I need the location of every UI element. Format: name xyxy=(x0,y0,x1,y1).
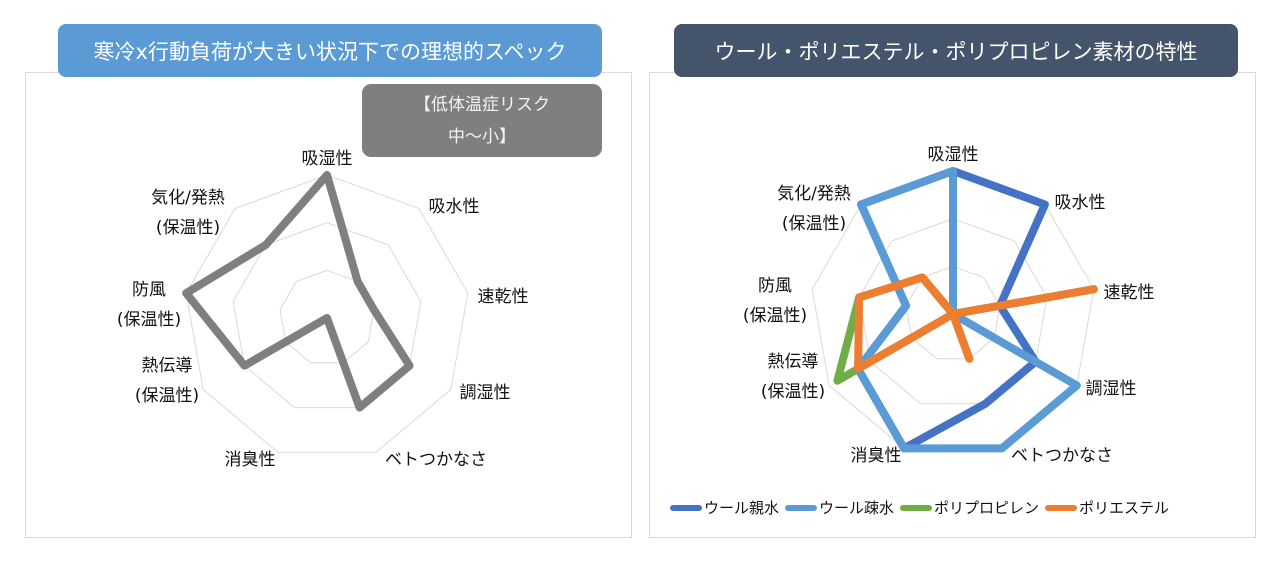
series-line-理想的スペック xyxy=(182,171,414,412)
legend-label: ウール疎水 xyxy=(819,499,895,517)
axis-label-line: 吸水性 xyxy=(1055,193,1106,213)
legend-item-wool-hydrophilic: ウール親水 xyxy=(670,497,779,518)
axis-label: 防風 (保温性) xyxy=(743,276,807,326)
legend-item-polyester: ポリエステル xyxy=(1045,497,1169,518)
grid-ring xyxy=(905,265,1001,360)
badge-line-2: 中〜小】 xyxy=(448,126,516,147)
legend-label: ウール親水 xyxy=(704,499,780,517)
grid-ring xyxy=(858,218,1048,405)
axis-label-line: 気化/発熱 xyxy=(777,184,851,204)
legend-swatch xyxy=(900,504,933,511)
axis-label-line: 速乾性 xyxy=(1104,283,1155,303)
axis-label: 熱伝導 (保温性) xyxy=(135,356,199,406)
grid-ring xyxy=(185,174,469,453)
axis-label: ベトつかなさ xyxy=(1011,446,1113,466)
axis-label: 防風 (保温性) xyxy=(117,280,181,330)
left-chart-title: 寒冷x行動負荷が大きい状況下での理想的スペック xyxy=(58,24,602,77)
series-line-ポリエステル xyxy=(854,273,1098,373)
axis-label-line: 調湿性 xyxy=(1086,379,1137,399)
axis-label: 熱伝導 (保温性) xyxy=(761,352,825,402)
legend-label: ポリプロピレン xyxy=(934,499,1040,517)
legend-swatch xyxy=(670,504,702,511)
axis-label: 消臭性 xyxy=(225,450,276,470)
axis-label: 速乾性 xyxy=(478,287,529,307)
axis-label-line: 防風 xyxy=(132,280,166,300)
axis-label: 気化/発熱 (保温性) xyxy=(151,188,225,238)
axis-label: 調湿性 xyxy=(1086,379,1137,399)
axis-label-line: (保温性) xyxy=(743,306,807,326)
axis-label: 吸水性 xyxy=(1055,193,1106,213)
legend-item-wool-hydrophobic: ウール疎水 xyxy=(785,497,894,518)
axis-label: 気化/発熱 (保温性) xyxy=(777,184,851,234)
axis-label-line: ベトつかなさ xyxy=(1011,446,1113,466)
axis-label-line: (保温性) xyxy=(782,214,846,234)
axis-label-line: 気化/発熱 xyxy=(151,188,225,208)
axis-label: 消臭性 xyxy=(851,446,902,466)
axis-label-line: ベトつかなさ xyxy=(385,450,487,470)
axis-label-line: 速乾性 xyxy=(478,287,529,307)
axis-label: 吸湿性 xyxy=(302,149,353,169)
axis-label-line: 消臭性 xyxy=(851,446,902,466)
axis-label: 吸湿性 xyxy=(928,145,979,165)
legend-swatch xyxy=(785,504,818,511)
axis-label-line: 熱伝導 xyxy=(768,352,819,372)
axis-label-line: (保温性) xyxy=(761,382,825,402)
axis-label: ベトつかなさ xyxy=(385,450,487,470)
axis-label-line: (保温性) xyxy=(156,218,220,238)
axis-label-line: 吸湿性 xyxy=(928,145,979,165)
series-line-ウール疎水 xyxy=(854,167,1081,453)
axis-label: 調湿性 xyxy=(460,383,511,403)
badge-line-1: 【低体温症リスク xyxy=(414,94,550,115)
axis-label-line: 吸湿性 xyxy=(302,149,353,169)
axis-label-line: 吸水性 xyxy=(429,197,480,217)
axis-label: 速乾性 xyxy=(1104,283,1155,303)
axis-label-line: 熱伝導 xyxy=(142,356,193,376)
legend-item-polypropylene: ポリプロピレン xyxy=(900,497,1039,518)
axis-label-line: (保温性) xyxy=(117,310,181,330)
grid-ring xyxy=(232,222,422,409)
axis-label-line: 消臭性 xyxy=(225,450,276,470)
right-chart-title: ウール・ポリエステル・ポリプロピレン素材の特性 xyxy=(674,24,1238,77)
axis-label-line: 防風 xyxy=(758,276,792,296)
legend: ウール親水 ウール疎水 ポリプロピレン ポリエステル xyxy=(670,497,1169,518)
axis-label-line: (保温性) xyxy=(135,386,199,406)
legend-label: ポリエステル xyxy=(1079,499,1170,517)
hypothermia-risk-badge: 【低体温症リスク 中〜小】 xyxy=(362,84,602,157)
axis-label-line: 調湿性 xyxy=(460,383,511,403)
axis-label: 吸水性 xyxy=(429,197,480,217)
legend-swatch xyxy=(1045,504,1078,511)
